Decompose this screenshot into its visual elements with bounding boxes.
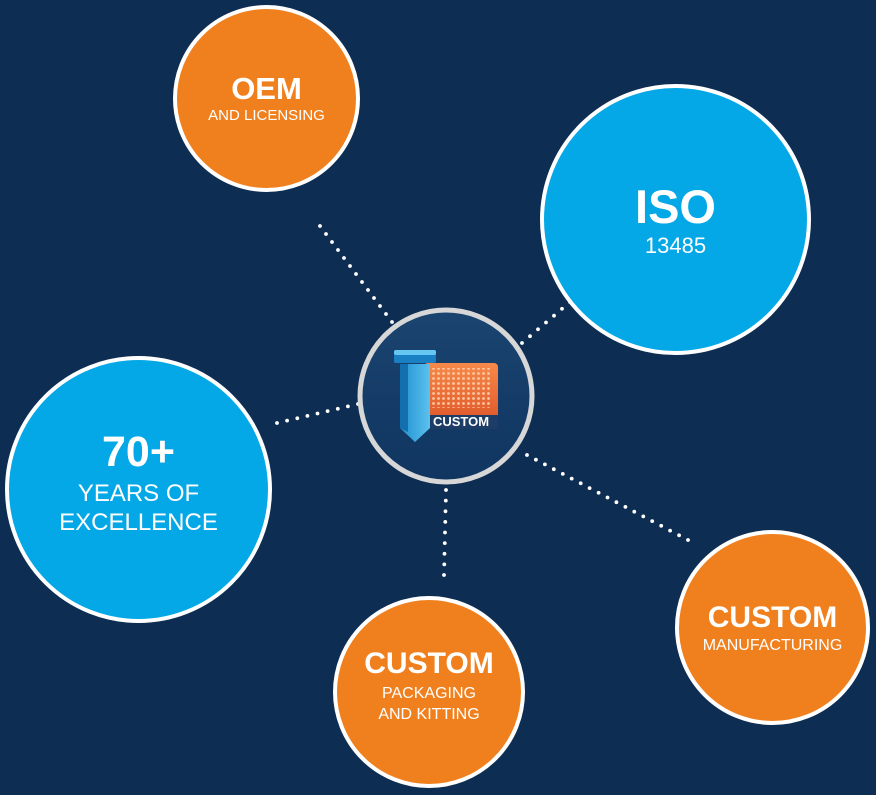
connector-dot	[275, 421, 279, 425]
connector-dot	[659, 523, 664, 528]
connector-dot	[335, 406, 340, 411]
connector-dot	[444, 488, 448, 492]
connector-dot	[443, 520, 448, 524]
bubble-oem: OEM AND LICENSING	[173, 5, 360, 192]
connector-dot	[305, 414, 310, 418]
connector-dot	[378, 304, 382, 308]
connector-dot	[543, 462, 547, 467]
bubble-years: 70+ YEARS OF EXCELLENCE	[5, 356, 272, 623]
connector-dot	[641, 514, 646, 519]
connector-dot	[525, 453, 529, 457]
connector-dot	[342, 256, 346, 260]
bubble-manufacturing: CUSTOM MANUFACTURING	[675, 530, 870, 725]
connector-dot	[536, 327, 540, 332]
connector-manufacturing	[525, 453, 690, 542]
bubble-iso-subtitle: 13485	[644, 233, 707, 259]
connector-dot	[318, 224, 322, 228]
connector-dot	[442, 562, 447, 567]
connector-dot	[632, 509, 637, 514]
connector-dot	[534, 457, 538, 462]
connector-dot	[443, 509, 448, 514]
connector-dot	[443, 530, 447, 535]
bubble-packaging-title: CUSTOM	[364, 646, 494, 680]
connector-dot	[560, 472, 565, 476]
connector-dot	[650, 519, 655, 523]
connector-dot	[315, 411, 320, 416]
connector-dot	[330, 240, 334, 244]
connector-dot	[336, 248, 340, 252]
connector-dot	[348, 264, 352, 268]
connector-dot	[596, 490, 601, 495]
bubble-years-line2: EXCELLENCE	[59, 509, 218, 537]
connector-dot	[552, 313, 556, 318]
connector-dot	[346, 404, 350, 409]
bubble-manufacturing-title: CUSTOM	[707, 600, 838, 634]
connector-iso	[520, 300, 572, 345]
connector-dot	[686, 538, 690, 542]
center-label: CUSTOM	[433, 414, 489, 429]
connector-dot	[560, 306, 564, 311]
connector-dot	[360, 280, 364, 284]
bubble-iso: ISO 13485	[540, 84, 811, 355]
connector-dot	[354, 272, 358, 276]
connector-dot	[372, 296, 376, 300]
connector-packaging	[442, 488, 448, 577]
connector-years	[275, 402, 360, 425]
connector-oem	[318, 224, 394, 324]
connector-dot	[442, 551, 447, 556]
connector-dot	[384, 312, 388, 316]
center-hub: CUSTOM	[357, 307, 535, 485]
bubble-oem-title: OEM	[231, 71, 302, 107]
connector-dot	[295, 416, 300, 421]
bubble-packaging-line1: PACKAGING	[382, 684, 476, 702]
connector-dot	[325, 409, 330, 413]
connector-dot	[605, 495, 610, 500]
connector-dot	[614, 500, 619, 505]
bubble-oem-subtitle: AND LICENSING	[208, 107, 325, 125]
bubble-iso-title: ISO	[635, 179, 716, 233]
bubble-manufacturing-subtitle: MANUFACTURING	[702, 636, 843, 654]
bubble-years-title: 70+	[102, 428, 175, 477]
connector-dot	[569, 476, 574, 481]
connector-dot	[443, 498, 448, 503]
connector-dot	[366, 288, 370, 292]
connector-dot	[324, 232, 328, 236]
connector-dot	[528, 334, 532, 339]
connector-dot	[520, 341, 524, 345]
custom-tube-plate-icon	[394, 350, 498, 442]
connector-dot	[390, 320, 394, 324]
connector-dot	[623, 505, 628, 509]
connector-dot	[442, 573, 446, 577]
bubble-packaging-line2: AND KITTING	[378, 705, 480, 723]
connector-dot	[587, 486, 592, 490]
connector-dot	[677, 533, 681, 538]
connector-dot	[544, 320, 548, 325]
bubble-packaging: CUSTOM PACKAGING AND KITTING	[333, 596, 525, 788]
connector-dot	[668, 528, 672, 533]
connector-dot	[551, 467, 556, 472]
connector-dot	[285, 418, 289, 423]
connector-dot	[578, 481, 583, 486]
connector-dot	[442, 541, 447, 545]
bubble-years-line1: YEARS OF	[77, 480, 200, 508]
